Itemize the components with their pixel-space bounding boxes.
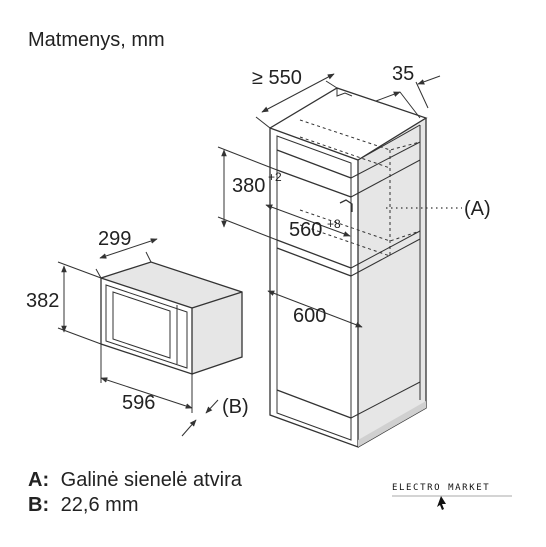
legend-key-a: A: bbox=[28, 469, 49, 491]
label-device-height: 382 bbox=[26, 290, 59, 312]
label-niche-depth: ≥ 550 bbox=[252, 67, 302, 89]
label-marker-b: (B) bbox=[222, 396, 249, 418]
legend: A: Galinė sienelė atvira B: 22,6 mm bbox=[28, 469, 243, 516]
brand-logo: ELECTRO MARKET bbox=[386, 470, 536, 524]
cursor-icon bbox=[437, 496, 446, 510]
legend-item-b: B: 22,6 mm bbox=[28, 494, 138, 516]
label-niche-height: 380 bbox=[232, 175, 265, 197]
legend-text-b: 22,6 mm bbox=[61, 494, 139, 516]
legend-key-b: B: bbox=[28, 494, 49, 516]
built-in-device bbox=[100, 261, 243, 375]
label-niche-width-tolerance: +8 bbox=[327, 217, 341, 231]
dim-niche-depth: ≥ 550 bbox=[252, 67, 338, 129]
label-niche-height-tolerance: +2 bbox=[268, 170, 282, 184]
label-niche-width: 560 bbox=[289, 219, 322, 241]
dim-device-width: 596 bbox=[100, 344, 193, 414]
legend-text-a: Galinė sienelė atvira bbox=[61, 469, 243, 491]
dim-niche-height: 380 +2 bbox=[217, 146, 282, 241]
drawing-title: Matmenys, mm bbox=[28, 29, 165, 51]
dim-side-offset: 35 bbox=[375, 63, 441, 119]
dim-device-depth: 299 bbox=[95, 228, 158, 279]
marker-a: (A) bbox=[386, 198, 491, 220]
legend-item-a: A: Galinė sienelė atvira bbox=[28, 469, 243, 491]
label-side-offset: 35 bbox=[392, 63, 414, 85]
dim-cabinet-width: 600 bbox=[267, 290, 363, 328]
label-marker-a: (A) bbox=[464, 198, 491, 220]
label-device-width: 596 bbox=[122, 392, 155, 414]
brand-name: ELECTRO MARKET bbox=[392, 483, 490, 493]
label-cabinet-width: 600 bbox=[293, 305, 326, 327]
marker-b: (B) bbox=[181, 396, 249, 437]
tall-cabinet bbox=[269, 87, 428, 448]
dim-niche-width: 560 +8 bbox=[265, 204, 351, 241]
dim-device-height: 382 bbox=[26, 261, 102, 345]
label-device-depth: 299 bbox=[98, 228, 131, 250]
